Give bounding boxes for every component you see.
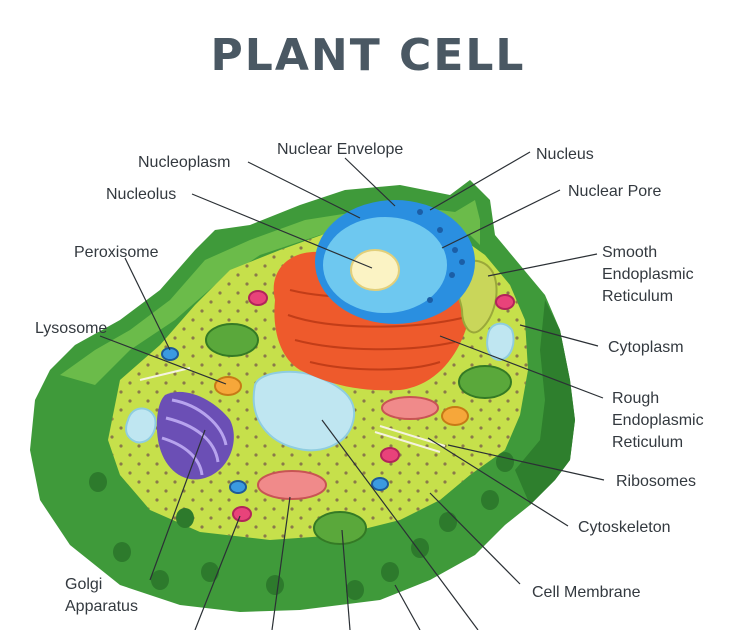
label-nuclear-envelope: Nuclear Envelope bbox=[277, 141, 403, 158]
diagram-title: PLANT CELL bbox=[210, 30, 526, 81]
small-vacuole-right bbox=[486, 322, 515, 362]
nuclear-pores bbox=[417, 209, 465, 303]
cell-wall-pores bbox=[89, 452, 514, 600]
label-smooth-er-1: Smooth bbox=[602, 244, 657, 261]
label-ribosomes: Ribosomes bbox=[616, 473, 696, 490]
label-lysosome: Lysosome bbox=[35, 320, 107, 337]
peroxisomes bbox=[161, 347, 389, 494]
cytoskeleton-strands bbox=[139, 367, 446, 453]
label-cytoskeleton: Cytoskeleton bbox=[578, 519, 671, 536]
chloroplasts bbox=[205, 323, 512, 545]
label-nuclear-pore: Nuclear Pore bbox=[568, 183, 661, 200]
mitochondria bbox=[257, 396, 439, 500]
label-cell-membrane: Cell Membrane bbox=[532, 584, 641, 601]
label-nucleus: Nucleus bbox=[536, 146, 594, 163]
label-peroxisome: Peroxisome bbox=[74, 244, 159, 261]
lysosomes bbox=[214, 376, 469, 426]
central-vacuole bbox=[252, 370, 356, 452]
nucleolus-shape bbox=[350, 249, 400, 291]
label-rough-er-2: Endoplasmic bbox=[612, 412, 704, 429]
small-vacuole-left bbox=[125, 407, 157, 444]
label-rough-er-3: Reticulum bbox=[612, 434, 683, 451]
label-nucleoplasm: Nucleoplasm bbox=[138, 154, 230, 171]
label-smooth-er-2: Endoplasmic bbox=[602, 266, 694, 283]
vesicles bbox=[232, 290, 515, 522]
label-smooth-er-3: Reticulum bbox=[602, 288, 673, 305]
label-golgi-2: Apparatus bbox=[65, 598, 138, 615]
golgi-shape bbox=[156, 391, 234, 480]
label-nucleolus: Nucleolus bbox=[106, 186, 176, 203]
cell-wall-side bbox=[515, 300, 575, 505]
label-golgi-1: Golgi bbox=[65, 576, 102, 593]
leader-lines bbox=[99, 151, 605, 630]
label-rough-er-1: Rough bbox=[612, 390, 659, 407]
label-cytoplasm: Cytoplasm bbox=[608, 339, 684, 356]
